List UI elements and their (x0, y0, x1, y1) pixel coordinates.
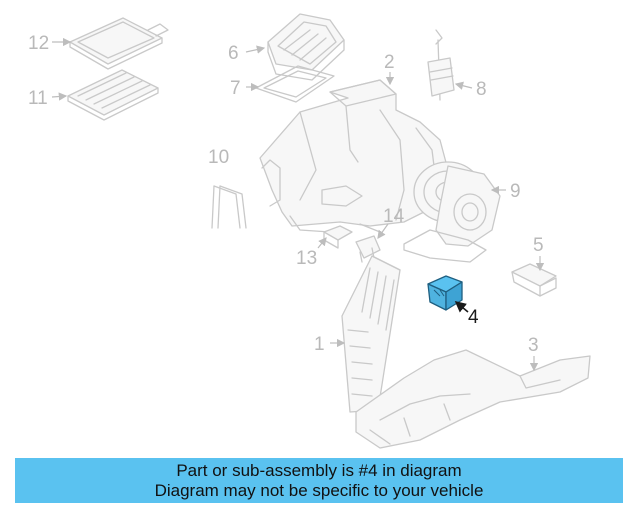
part-11-filter (67, 69, 159, 121)
callout-12: 12 (28, 33, 49, 54)
callout-5: 5 (533, 235, 544, 256)
callout-4: 4 (468, 307, 479, 328)
callout-8: 8 (476, 79, 487, 100)
part-13-sensor (323, 225, 353, 249)
part-9-blower (403, 161, 501, 263)
part-5-connector (511, 263, 557, 297)
parts-diagram: 12 11 6 7 2 8 10 9 14 13 5 4 1 3 (28, 13, 591, 449)
part-3-lower-case (355, 349, 591, 449)
part-14-clip (355, 235, 381, 263)
callout-6: 6 (228, 43, 239, 64)
leader-lines (51, 37, 545, 372)
callout-1: 1 (314, 334, 325, 355)
part-8-actuator (427, 29, 455, 101)
diagram-caption: Part or sub-assembly is #4 in diagram Di… (15, 458, 623, 503)
callout-3: 3 (528, 335, 539, 356)
part-7-gasket (255, 65, 335, 103)
callout-10: 10 (208, 147, 229, 168)
callout-11: 11 (28, 88, 48, 109)
callout-13: 13 (296, 248, 317, 269)
part-6-duct (267, 13, 345, 81)
callout-9: 9 (510, 181, 521, 202)
callout-14: 14 (383, 206, 405, 227)
part-4-highlighted (427, 275, 463, 311)
caption-line-2: Diagram may not be specific to your vehi… (154, 481, 484, 500)
part-1-evaporator (341, 255, 401, 413)
caption-line-1: Part or sub-assembly is #4 in diagram (176, 461, 462, 480)
part-12-frame (69, 17, 169, 70)
part-10-bracket (211, 185, 247, 229)
callout-2: 2 (384, 52, 395, 73)
callout-7: 7 (230, 78, 241, 99)
